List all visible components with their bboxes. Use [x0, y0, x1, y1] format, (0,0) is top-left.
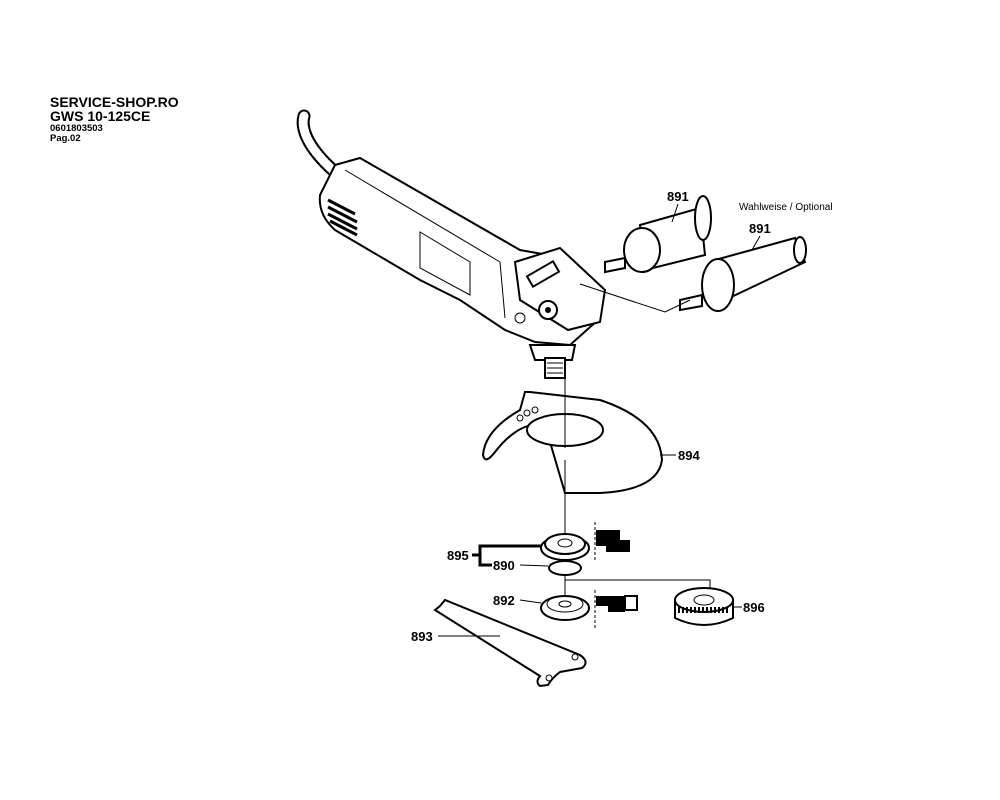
mounting-flange	[540, 522, 630, 561]
o-ring	[548, 560, 582, 576]
model-name: GWS 10-125CE	[50, 108, 151, 124]
part-number: 0601803503	[50, 123, 103, 134]
handle-leader-line	[579, 283, 691, 313]
callout-891-a: 891	[667, 189, 689, 204]
vent-slots-icon	[327, 198, 358, 237]
callout-896: 896	[743, 600, 765, 615]
callout-894: 894	[678, 448, 700, 463]
angle-grinder-body	[318, 156, 607, 379]
callout-895: 895	[447, 548, 469, 563]
callout-890: 890	[493, 558, 515, 573]
callout-891-b: 891	[749, 221, 771, 236]
wheel-guard	[481, 391, 664, 494]
clamping-nut	[540, 590, 638, 630]
side-handle-a	[604, 195, 712, 274]
callout-892: 892	[493, 593, 515, 608]
power-cord	[296, 109, 342, 179]
optional-note: Wahlweise / Optional	[739, 202, 833, 213]
page-number: Pag.02	[50, 133, 81, 144]
callout-893: 893	[411, 629, 433, 644]
side-handle-b	[679, 236, 807, 312]
shop-name: SERVICE-SHOP.RO	[50, 94, 179, 110]
quick-clamping-nut	[674, 587, 734, 626]
two-pin-spanner	[433, 598, 587, 688]
